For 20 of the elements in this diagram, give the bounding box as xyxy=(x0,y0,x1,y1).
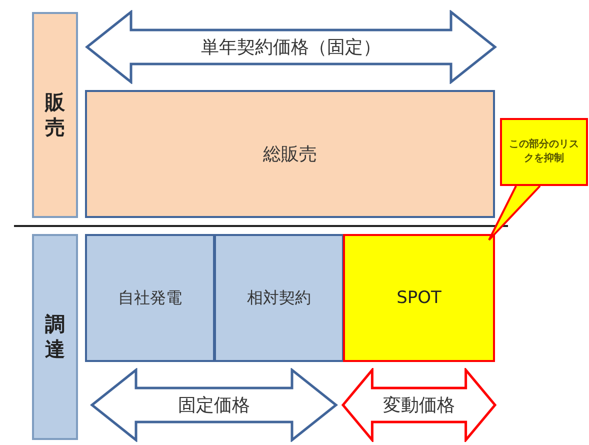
procurement-band xyxy=(32,234,78,440)
supply-box xyxy=(85,234,215,362)
box-label: 総販売 xyxy=(263,143,317,166)
span-banner xyxy=(90,368,338,442)
arrow-label: 単年契約価格（固定） xyxy=(201,36,381,59)
box-label: 相対契約 xyxy=(247,288,311,308)
band-label: 調達 xyxy=(45,312,65,362)
spot-box xyxy=(343,234,495,362)
sales-box xyxy=(85,90,495,218)
arrow-label: 変動価格 xyxy=(383,394,455,417)
callout-text: この部分のリスクを抑制 xyxy=(508,138,580,166)
box-label: 自社発電 xyxy=(118,288,182,308)
sales-band xyxy=(32,12,78,218)
span-banner xyxy=(341,368,497,442)
span-banner xyxy=(85,10,497,84)
arrow-label: 固定価格 xyxy=(178,394,250,417)
supply-box xyxy=(214,234,344,362)
band-label: 販売 xyxy=(45,90,65,140)
callout-pointer xyxy=(488,185,541,241)
box-label: SPOT xyxy=(396,288,442,308)
